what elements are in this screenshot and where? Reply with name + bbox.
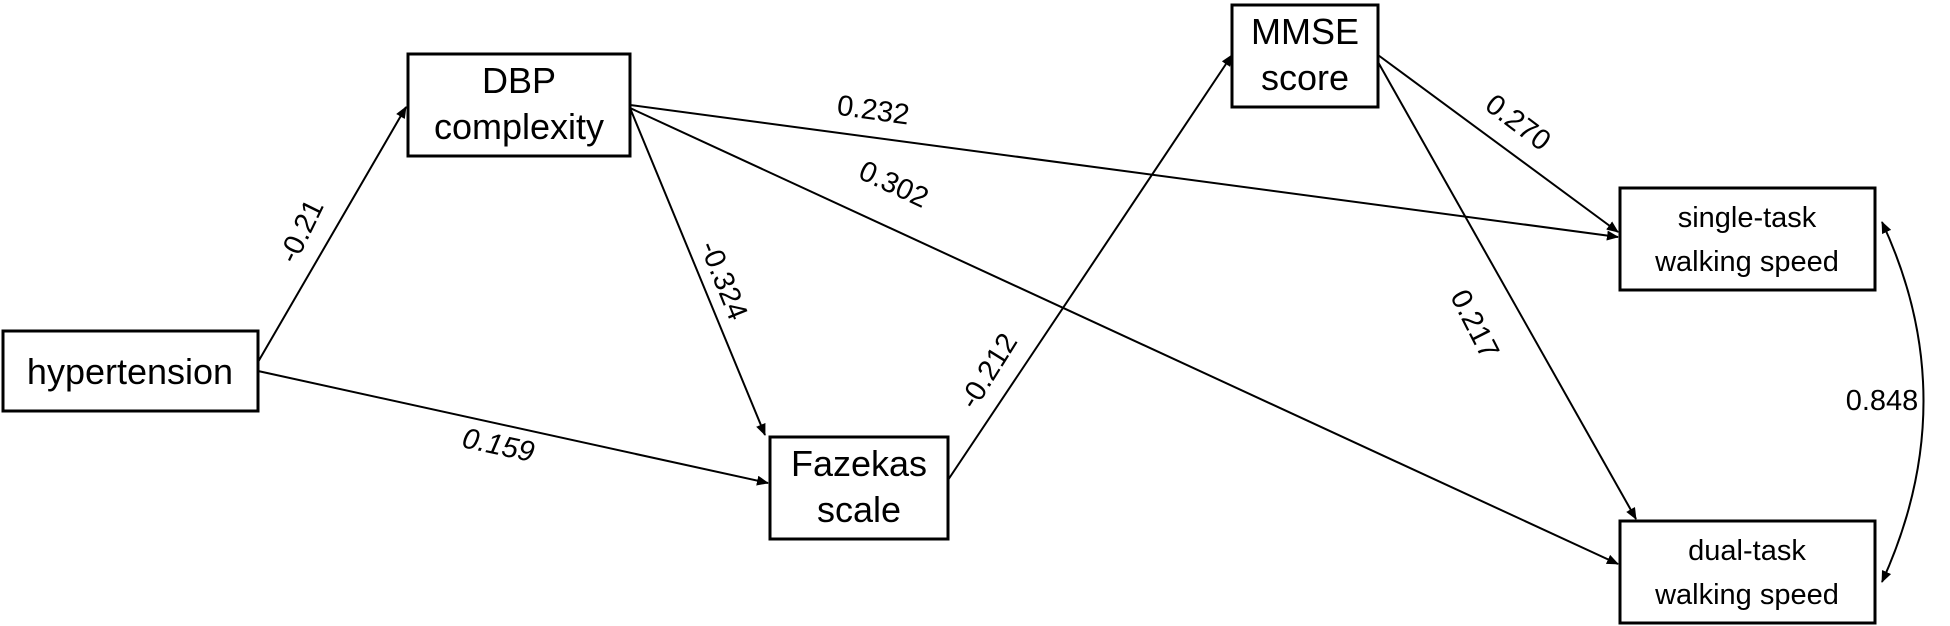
node-fazekas-scale: Fazekas scale [768, 435, 950, 541]
node-single-task-line1: single-task [1678, 202, 1817, 234]
edge-mmse-to-dual [1377, 61, 1637, 520]
node-dbp-complexity-line1: DBP [482, 60, 556, 101]
node-single-task-walking-speed: single-task walking speed [1618, 186, 1877, 292]
node-fazekas-scale-line2: scale [817, 489, 901, 530]
node-dual-task-line2: walking speed [1654, 579, 1839, 611]
edge-hypertension-to-fazekas [257, 370, 769, 486]
label-hypertension-to-dbp: -0.21 [273, 195, 331, 268]
edge-dbp-to-single [629, 104, 1619, 241]
node-hypertension: hypertension [1, 329, 260, 413]
edge-single-dual-covariance [1881, 221, 1925, 583]
node-fazekas-scale-line1: Fazekas [791, 443, 927, 484]
node-mmse-score-line1: MMSE [1251, 11, 1359, 52]
edge-hypertension-to-dbp [257, 106, 407, 363]
edge-mmse-to-single [1377, 54, 1619, 233]
edge-dbp-to-dual [629, 107, 1619, 565]
node-single-task-line2: walking speed [1654, 246, 1839, 278]
node-dual-task-line1: dual-task [1688, 535, 1806, 567]
nodes: hypertension DBP complexity Fazekas scal… [1, 3, 1877, 625]
node-mmse-score: MMSE score [1230, 3, 1380, 109]
label-single-dual-covariance: 0.848 [1846, 385, 1919, 417]
node-mmse-score-line2: score [1261, 57, 1349, 98]
label-dbp-to-dual: 0.302 [854, 155, 933, 215]
node-dbp-complexity-line2: complexity [434, 106, 604, 147]
label-mmse-to-dual: 0.217 [1443, 285, 1504, 364]
node-dual-task-walking-speed: dual-task walking speed [1618, 519, 1877, 625]
label-dbp-to-single: 0.232 [835, 90, 911, 132]
label-mmse-to-single: 0.270 [1479, 88, 1556, 157]
node-dbp-complexity: DBP complexity [406, 52, 632, 158]
edge-dbp-to-fazekas [629, 107, 766, 436]
node-hypertension-label: hypertension [27, 351, 233, 392]
edge-fazekas-to-mmse [947, 54, 1233, 481]
edges [257, 54, 1925, 583]
label-fazekas-to-mmse: -0.212 [954, 328, 1025, 415]
